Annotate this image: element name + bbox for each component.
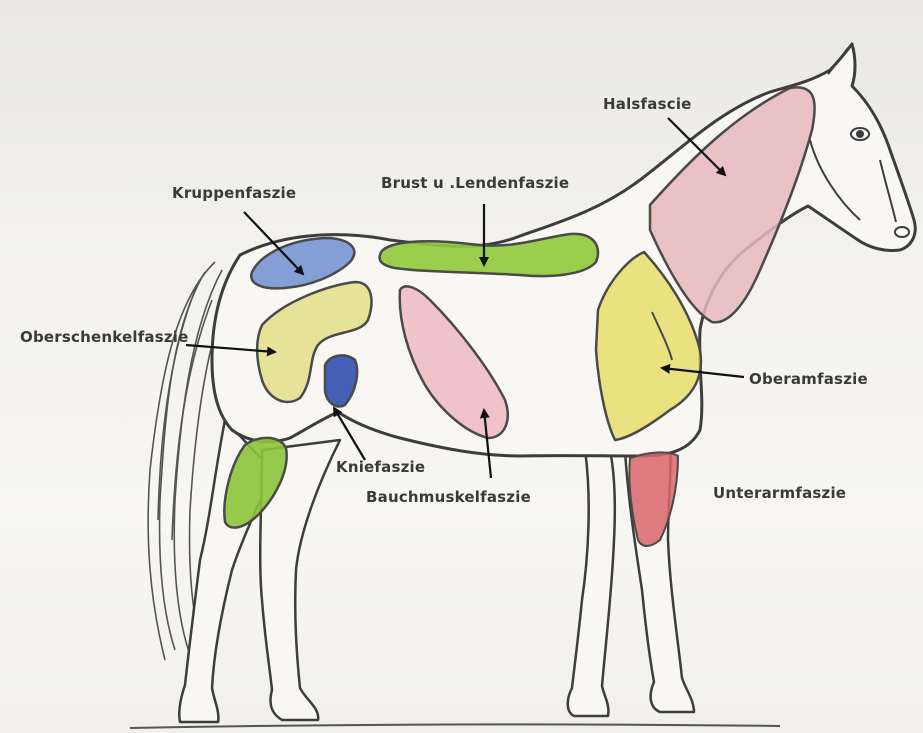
label-brust-lendenfaszie: Brust u .Lendenfaszie — [381, 174, 569, 192]
label-halsfascie: Halsfascie — [603, 95, 692, 113]
ground-line — [130, 724, 780, 728]
label-oberamfaszie: Oberamfaszie — [749, 370, 868, 388]
label-bauchmuskelfaszie: Bauchmuskelfaszie — [366, 488, 531, 506]
label-oberschenkelfaszie: Oberschenkelfaszie — [20, 328, 189, 346]
label-unterarmfaszie: Unterarmfaszie — [713, 484, 846, 502]
forearm-fascia-region — [629, 452, 678, 546]
label-kniefaszie: Kniefaszie — [336, 458, 425, 476]
chest-loin-fascia-region — [380, 234, 598, 276]
label-kruppenfaszie: Kruppenfaszie — [172, 184, 296, 202]
